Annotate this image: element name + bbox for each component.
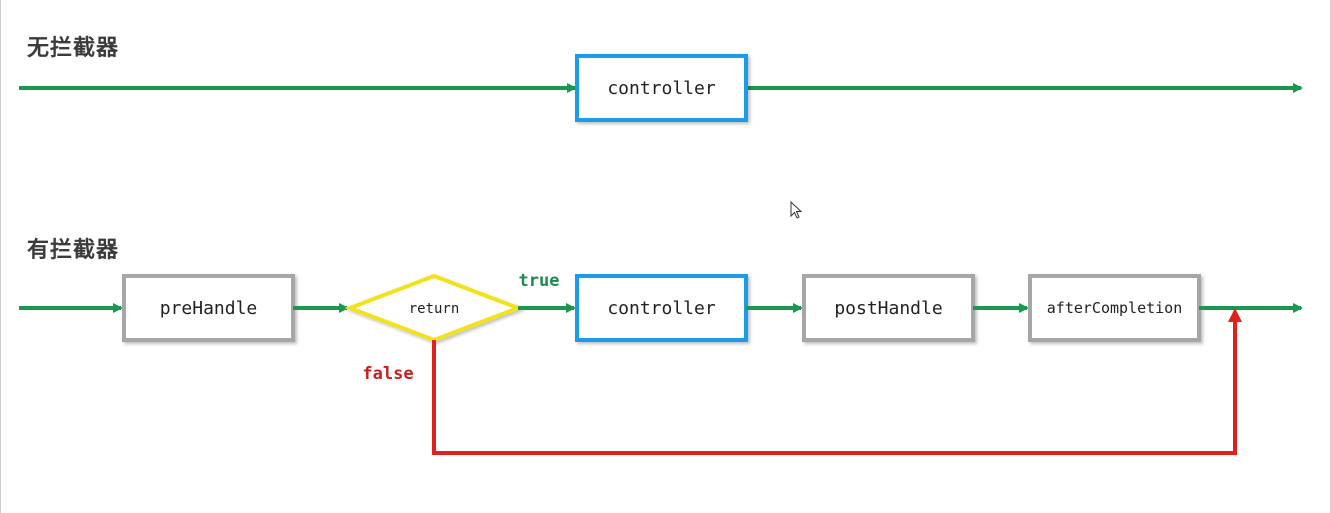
posthandle-box: postHandle — [802, 274, 975, 342]
controller-box-top: controller — [575, 54, 748, 122]
return-label: return — [409, 301, 460, 317]
prehandle-label: preHandle — [160, 298, 258, 319]
false-branch-label: false — [362, 364, 413, 384]
false-branch-path — [432, 312, 1237, 455]
section-title-without-interceptor: 无拦截器 — [27, 36, 120, 61]
false-branch-arrowhead — [1228, 308, 1242, 322]
true-branch-label: true — [519, 271, 560, 291]
aftercompletion-label: afterCompletion — [1047, 299, 1182, 317]
aftercompletion-box: afterCompletion — [1028, 274, 1201, 342]
posthandle-label: postHandle — [834, 298, 942, 319]
controller-label-top: controller — [607, 78, 716, 99]
mouse-cursor-icon — [790, 200, 803, 219]
controller-label-bottom: controller — [607, 298, 716, 319]
prehandle-box: preHandle — [122, 274, 295, 342]
section-title-with-interceptor: 有拦截器 — [27, 238, 120, 263]
controller-box-bottom: controller — [575, 274, 748, 342]
return-decision-diamond: return — [344, 273, 524, 343]
